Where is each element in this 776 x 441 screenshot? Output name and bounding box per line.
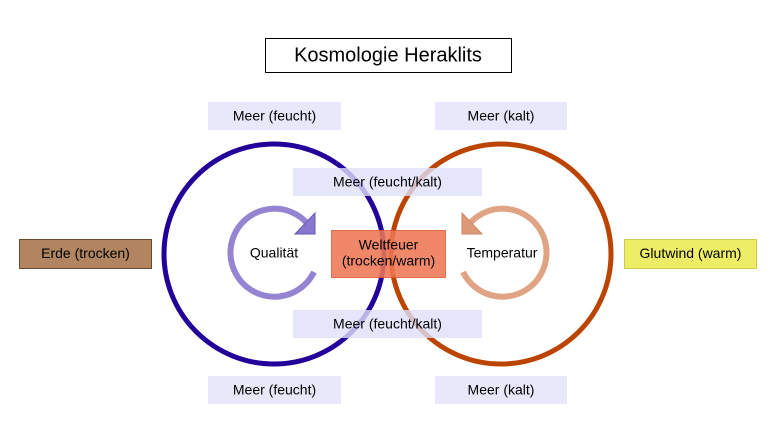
weltfeuer-label-line2: (trocken/warm) <box>342 253 435 269</box>
meer-feucht-kalt-upper-label: Meer (feucht/kalt) <box>333 174 442 190</box>
meer-feucht-kalt-lower-box: Meer (feucht/kalt) <box>293 310 482 338</box>
temperatur-cycle-arrow-icon <box>460 205 550 300</box>
meer-feucht-bottom-label: Meer (feucht) <box>233 382 316 398</box>
meer-feucht-top-box: Meer (feucht) <box>208 102 341 130</box>
qualitaet-cycle-arrow-icon <box>227 205 317 300</box>
erde-box: Erde (trocken) <box>19 239 152 269</box>
meer-kalt-top-label: Meer (kalt) <box>468 108 535 124</box>
diagram-title: Kosmologie Heraklits <box>294 44 482 66</box>
meer-feucht-kalt-lower-label: Meer (feucht/kalt) <box>333 316 442 332</box>
erde-label: Erde (trocken) <box>41 245 130 261</box>
glutwind-label: Glutwind (warm) <box>640 245 742 261</box>
qualitaet-label: Qualität <box>250 245 298 261</box>
meer-feucht-top-label: Meer (feucht) <box>233 108 316 124</box>
meer-kalt-bottom-label: Meer (kalt) <box>468 382 535 398</box>
glutwind-box: Glutwind (warm) <box>624 239 757 269</box>
meer-kalt-bottom-box: Meer (kalt) <box>435 376 567 404</box>
weltfeuer-box: Weltfeuer (trocken/warm) <box>331 230 446 278</box>
title-box: Kosmologie Heraklits <box>265 38 512 73</box>
meer-kalt-top-box: Meer (kalt) <box>435 102 567 130</box>
meer-feucht-kalt-upper-box: Meer (feucht/kalt) <box>293 168 482 196</box>
temperatur-label: Temperatur <box>467 245 538 261</box>
weltfeuer-label-line1: Weltfeuer <box>359 237 419 253</box>
meer-feucht-bottom-box: Meer (feucht) <box>208 376 341 404</box>
